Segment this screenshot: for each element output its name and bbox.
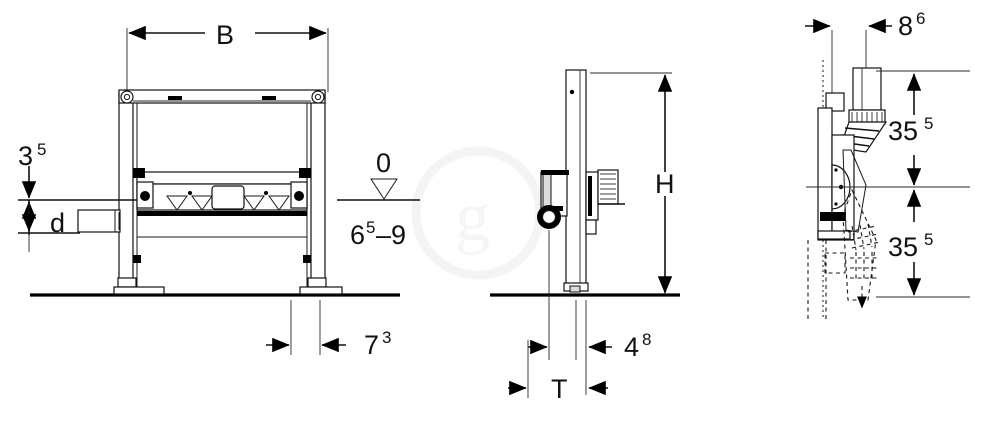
foot-left-upper xyxy=(117,277,137,288)
level-triangle-icon xyxy=(370,178,398,200)
label-dim-35: 3 5 xyxy=(18,140,46,171)
side-post-hole xyxy=(569,89,575,95)
front-view: 3 5 d 0 6 5 –9 xyxy=(18,20,420,360)
label-dim-65-9: 6 5 –9 xyxy=(350,218,406,250)
label-dim-73: 7 3 xyxy=(364,328,391,360)
side-lower-fitting xyxy=(585,219,597,235)
dot-marker-right xyxy=(264,191,268,195)
detail-hatch-upper xyxy=(847,223,881,251)
triangle-marker-2 xyxy=(191,195,213,211)
label-dim-86-sup: 6 xyxy=(916,9,925,28)
triangle-marker-3 xyxy=(243,195,265,211)
svg-text:g: g xyxy=(455,179,490,256)
top-rail-tab-right xyxy=(262,96,276,100)
detail-square-fitting xyxy=(825,92,845,112)
fixture-band-bottom xyxy=(137,211,307,216)
detail-bowl-dot-top xyxy=(834,168,838,172)
corner-bolt-left xyxy=(120,90,134,104)
label-dim-65-suffix: –9 xyxy=(376,220,406,250)
label-dim-t: T xyxy=(551,374,568,404)
detail-hatch-lower xyxy=(850,252,878,282)
label-dim-t-value: T xyxy=(551,374,568,404)
label-dim-355-bottom: 35 5 xyxy=(888,230,933,262)
label-dim-zero-value: 0 xyxy=(376,148,391,178)
detail-pipe-upper xyxy=(852,67,882,111)
mount-bolt-left xyxy=(140,191,150,201)
label-dim-65-sup: 5 xyxy=(366,218,375,237)
label-dim-h-value: H xyxy=(655,169,675,199)
side-view: H 4 8 T xyxy=(490,69,680,404)
triangle-marker-1 xyxy=(166,195,188,211)
side-mech-left-cap xyxy=(541,170,569,175)
detail-square-fitting-alt xyxy=(824,252,846,274)
label-dim-86: 8 6 xyxy=(898,9,925,41)
post-tab-right xyxy=(303,255,311,263)
side-fitting-hatch xyxy=(600,173,616,200)
label-dim-48-sup: 8 xyxy=(642,330,651,349)
label-dim-b-value: B xyxy=(216,20,234,50)
corner-bolt-left-inner xyxy=(123,93,131,101)
side-foot-pad xyxy=(569,285,581,293)
foot-right-plate xyxy=(299,286,343,295)
mount-block-right-upper xyxy=(299,168,311,178)
label-dim-355-top-value: 35 xyxy=(888,116,918,146)
foot-right-upper xyxy=(307,277,327,288)
mount-block-left-upper xyxy=(133,168,145,178)
label-dim-355-top: 35 5 xyxy=(888,114,933,146)
label-dim-355-top-sup: 5 xyxy=(924,114,933,133)
triangle-marker-4 xyxy=(268,195,290,211)
side-fitting-rib xyxy=(588,176,592,216)
label-dim-35-value: 3 xyxy=(18,141,33,171)
label-dim-48: 4 8 xyxy=(624,330,651,362)
foot-left-plate xyxy=(113,286,165,295)
label-dim-48-value: 4 xyxy=(624,332,639,362)
detail-outlet-pipe xyxy=(842,149,867,233)
detail-bowl-dot-bottom xyxy=(834,202,838,206)
side-post xyxy=(565,69,587,291)
watermark: g xyxy=(411,146,545,280)
detail-pipe-collar-hatch xyxy=(851,112,883,123)
detail-view: 8 6 xyxy=(805,9,970,320)
label-dim-65-value: 6 xyxy=(350,220,365,250)
mount-bolt-right xyxy=(294,191,304,201)
frame-post-right xyxy=(310,91,326,291)
detail-bottom-plate xyxy=(817,230,851,240)
label-dim-73-sup: 3 xyxy=(382,328,391,347)
label-dim-d-value: d xyxy=(50,208,65,238)
label-dim-h: H xyxy=(655,169,675,199)
detail-outlet-pipe-alt xyxy=(842,188,877,301)
top-rail-tab-left xyxy=(168,96,182,100)
label-dim-86-value: 8 xyxy=(898,11,913,41)
drain-stub-pipe xyxy=(77,209,121,233)
label-dim-d: d xyxy=(50,208,65,238)
post-tab-left xyxy=(133,255,141,263)
label-dim-355-bottom-value: 35 xyxy=(888,232,918,262)
center-plate xyxy=(211,185,245,210)
label-dim-b: B xyxy=(216,20,234,50)
corner-bolt-right xyxy=(311,90,325,104)
label-dim-355-bottom-sup: 5 xyxy=(924,230,933,249)
level-marker-zero: 0 xyxy=(370,148,398,200)
dot-marker-left xyxy=(188,191,192,195)
detail-lower-band xyxy=(820,212,846,221)
frame-post-left xyxy=(118,91,134,291)
fixture-band-top xyxy=(136,171,308,185)
corner-bolt-right-inner xyxy=(314,93,322,101)
side-drain-bore xyxy=(541,209,557,225)
side-mech-left-inner xyxy=(542,173,552,211)
label-dim-73-value: 7 xyxy=(364,330,379,360)
label-dim-35-sup: 5 xyxy=(37,140,46,159)
